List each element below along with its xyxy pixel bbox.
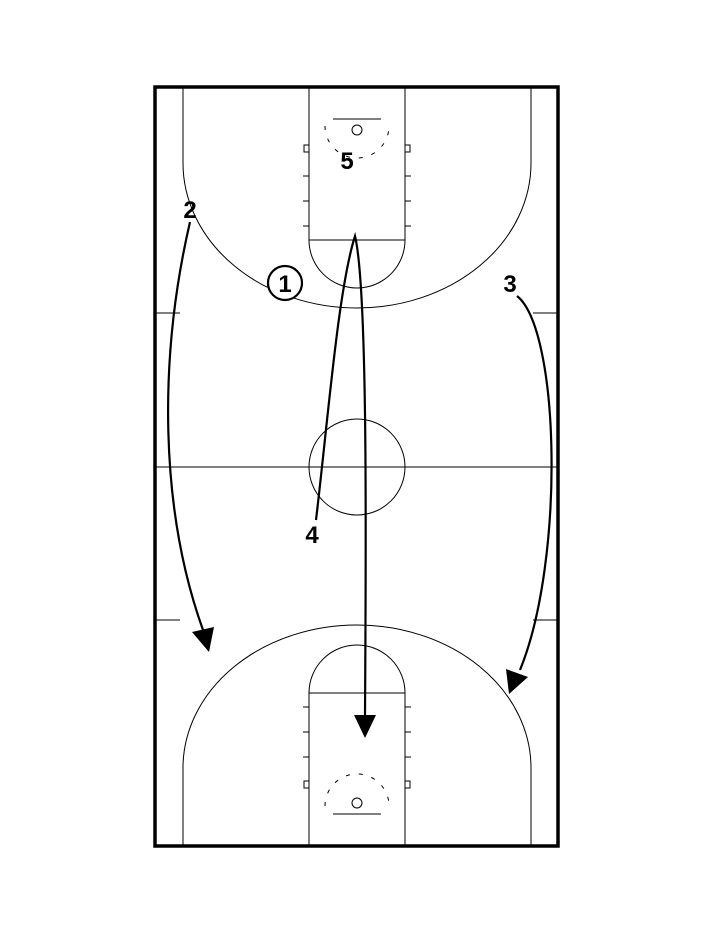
player-4-label: 4 xyxy=(305,522,319,549)
center-circle xyxy=(308,418,406,516)
top-three-point-line xyxy=(182,87,532,309)
top-half-court xyxy=(182,86,532,309)
sideline-hash-marks xyxy=(155,312,558,621)
bottom-key xyxy=(308,692,406,847)
bottom-free-throw-circle xyxy=(308,644,406,694)
bottom-restricted-area xyxy=(324,773,390,807)
top-free-throw-circle xyxy=(308,239,406,289)
player-3-arrowhead xyxy=(506,669,528,694)
player-1-ring xyxy=(266,264,304,302)
top-hoop xyxy=(351,124,363,136)
players: 1 2 3 4 5 xyxy=(183,148,516,549)
top-lane-marks xyxy=(303,144,411,227)
bottom-three-point-line xyxy=(182,624,532,846)
player-2-arrowhead xyxy=(192,627,214,652)
player-5-label: 5 xyxy=(340,148,353,175)
player-3-cut-path xyxy=(516,295,553,671)
player-2-label: 2 xyxy=(183,197,196,224)
player-3-label: 3 xyxy=(503,271,516,298)
bottom-hoop xyxy=(351,797,363,809)
bottom-lane-marks xyxy=(303,706,411,789)
player-1-label: 1 xyxy=(278,271,291,298)
player-4-cut-path xyxy=(314,231,367,716)
top-restricted-area xyxy=(324,125,390,159)
player-4-arrowhead xyxy=(354,715,376,738)
bottom-half-court xyxy=(182,624,532,847)
player-2-cut-path xyxy=(167,221,205,631)
movement-paths xyxy=(167,221,553,738)
top-key xyxy=(308,86,406,241)
